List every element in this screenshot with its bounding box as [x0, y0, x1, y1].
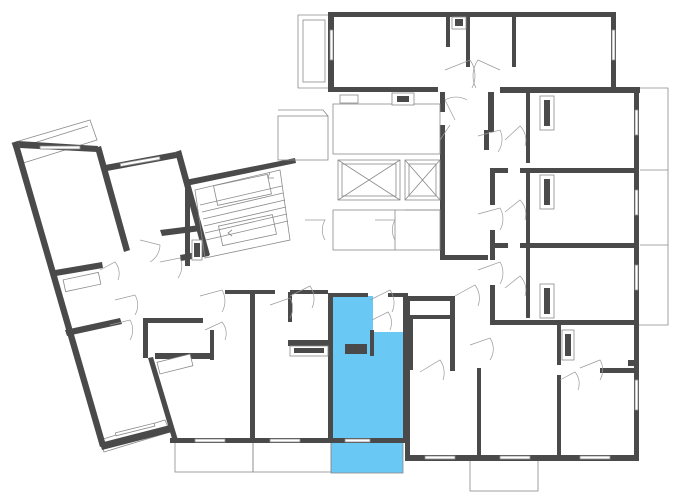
- selected-apartment[interactable]: [331, 296, 403, 473]
- staircase: [194, 169, 291, 259]
- doors: [99, 59, 604, 391]
- fixtures: [62, 16, 575, 375]
- windows: [39, 29, 639, 460]
- selected-apartment-hall[interactable]: [373, 332, 403, 440]
- selected-apartment-balcony[interactable]: [331, 440, 403, 473]
- selected-apartment-room[interactable]: [331, 296, 373, 440]
- building-core: [194, 92, 441, 259]
- walls: [12, 12, 640, 461]
